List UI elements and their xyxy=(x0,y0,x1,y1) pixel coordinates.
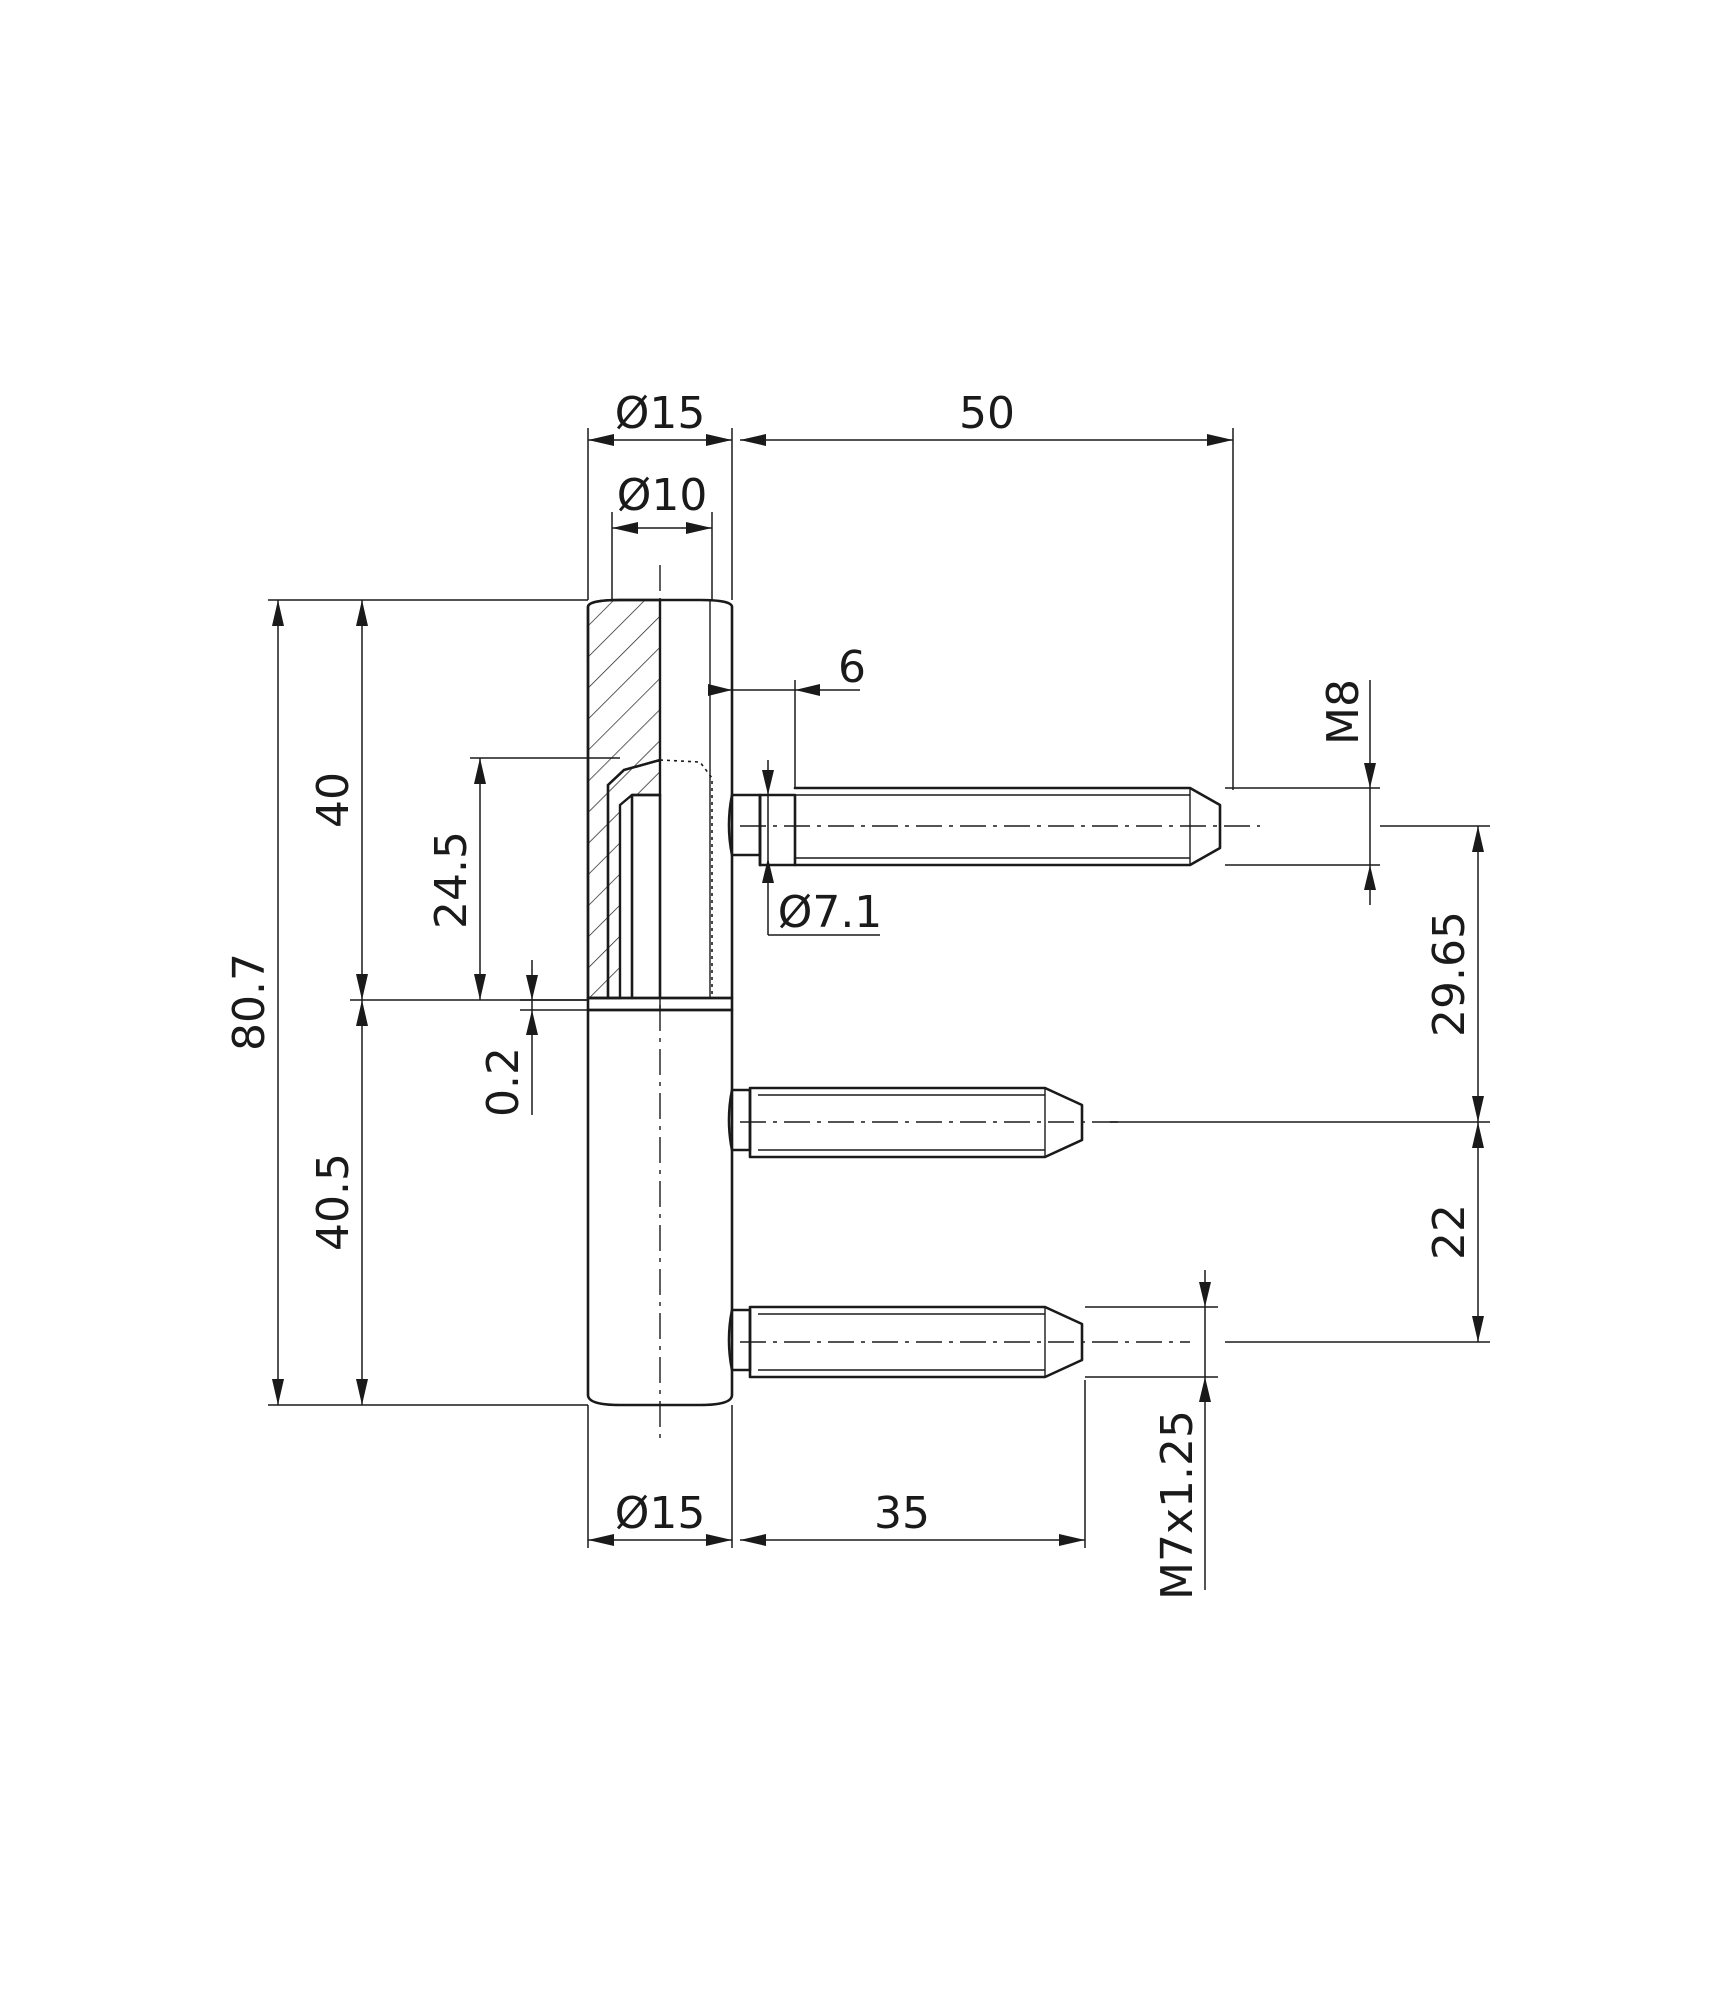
dim-thread-top xyxy=(1364,680,1376,905)
dim-pin-dia xyxy=(762,760,880,936)
label-upper-height: 40 xyxy=(308,772,359,828)
dim-upper-height xyxy=(356,600,368,1000)
label-pin-dia: Ø7.1 xyxy=(778,887,883,938)
hinge-body xyxy=(586,565,734,1438)
label-thread-bottom: M7x1.25 xyxy=(1152,1410,1203,1600)
label-bore-depth: 24.5 xyxy=(426,831,477,929)
label-top-pin-length: 50 xyxy=(959,388,1015,439)
lower-barrel xyxy=(586,1008,734,1407)
label-gap: 0.2 xyxy=(478,1047,529,1117)
label-bottom-dia: Ø15 xyxy=(615,1488,706,1539)
label-bottom-pin-length: 35 xyxy=(874,1488,930,1539)
dim-total-height xyxy=(272,600,284,1405)
label-pin-spacing-2: 22 xyxy=(1424,1204,1475,1260)
extension-lines xyxy=(268,428,1490,1548)
dim-pin-spacing-1 xyxy=(1472,826,1484,1122)
top-pin xyxy=(727,786,1260,867)
dim-top-pin-length xyxy=(740,434,1233,446)
label-offset: 6 xyxy=(838,642,866,693)
bottom-pin xyxy=(727,1305,1190,1379)
dim-bore-depth xyxy=(474,758,486,1000)
dim-thread-bottom xyxy=(1199,1270,1211,1590)
label-thread-top: M8 xyxy=(1318,679,1369,745)
dim-lower-height xyxy=(356,1000,368,1405)
dim-top-dia-inner xyxy=(612,522,712,534)
dim-top-dia-outer xyxy=(588,434,732,446)
dim-pin-spacing-2 xyxy=(1472,1122,1484,1342)
dim-offset xyxy=(708,684,860,696)
label-lower-height: 40.5 xyxy=(308,1153,359,1251)
hidden-bore-lines xyxy=(659,759,713,998)
dim-gap xyxy=(526,960,538,1115)
inner-pin-outline xyxy=(630,793,662,1000)
dim-bottom-pin-length xyxy=(740,1534,1085,1546)
label-top-dia-outer: Ø15 xyxy=(615,388,706,439)
dim-bottom-dia xyxy=(588,1534,732,1546)
label-pin-spacing-1: 29.65 xyxy=(1424,911,1475,1037)
label-top-dia-inner: Ø10 xyxy=(617,470,708,521)
middle-pin xyxy=(727,1086,1120,1159)
label-total-height: 80.7 xyxy=(224,953,275,1051)
